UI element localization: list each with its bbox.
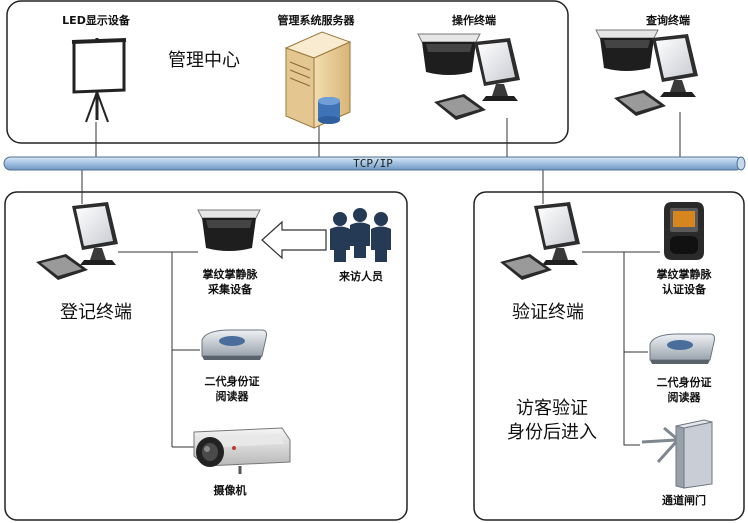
registration-id-reader-label-1: 二代身份证: [205, 374, 260, 388]
operator-palm-scanner-icon: [417, 33, 481, 76]
operator-monitor-icon: [474, 38, 520, 101]
query-terminal: [595, 29, 698, 116]
verification-title: 验证终端: [512, 302, 584, 323]
verification-id-reader-icon: [649, 333, 715, 365]
operator-label: 操作终端: [452, 13, 496, 27]
operator-keyboard-icon: [434, 94, 486, 120]
auth-label-2: 认证设备: [662, 282, 707, 296]
collector-label-1: 掌纹掌静脉: [203, 267, 259, 281]
query-keyboard-icon: [614, 90, 666, 116]
led-display-screen: [68, 38, 127, 123]
registration-connector: [118, 251, 200, 351]
visitors-icon: [330, 208, 391, 262]
registration-terminal-icon: [36, 202, 118, 280]
verification-monitor-icon: [534, 202, 580, 265]
flow-text-1: 访客验证: [516, 398, 588, 419]
operator-terminal: [417, 33, 520, 120]
auth-label-1: 掌纹掌静脉: [657, 267, 713, 281]
management-title: 管理中心: [168, 50, 240, 71]
query-palm-scanner-icon: [595, 29, 659, 72]
palm-auth-device-icon: [664, 202, 704, 260]
query-label: 查询终端: [646, 13, 690, 27]
registration-id-reader-label-2: 阅读器: [216, 389, 250, 403]
registration-monitor-icon: [72, 202, 118, 265]
query-monitor-icon: [652, 34, 698, 97]
tcpip-bus: TCP/IP: [3, 156, 746, 171]
led-label: LED显示设备: [62, 13, 131, 27]
bus-label: TCP/IP: [353, 157, 393, 170]
registration-id-reader-icon: [201, 329, 267, 361]
registration-title: 登记终端: [60, 302, 132, 323]
camera-icon: [193, 427, 291, 474]
verification-terminal-icon: [500, 202, 580, 280]
camera-label: 摄像机: [214, 483, 247, 497]
verification-connector: [582, 251, 640, 446]
palm-collector-icon: [197, 209, 261, 252]
flow-text-2: 身份后进入: [507, 422, 597, 443]
verification-id-reader-label-1: 二代身份证: [657, 375, 712, 389]
registration-keyboard-icon: [36, 254, 88, 280]
collector-label-2: 采集设备: [207, 282, 253, 296]
verification-keyboard-icon: [500, 254, 552, 280]
registration-frame: [4, 191, 408, 521]
verification-frame: [473, 191, 745, 521]
verification-id-reader-label-2: 阅读器: [668, 390, 702, 404]
server-label: 管理系统服务器: [278, 13, 356, 27]
turnstile-gate-icon: [641, 419, 713, 489]
management-center-frame: [6, 0, 569, 144]
gate-label: 通道闸门: [662, 493, 706, 507]
visitor-label: 来访人员: [338, 269, 383, 283]
server-icon: [284, 31, 352, 129]
arrow-icon: [261, 220, 327, 260]
